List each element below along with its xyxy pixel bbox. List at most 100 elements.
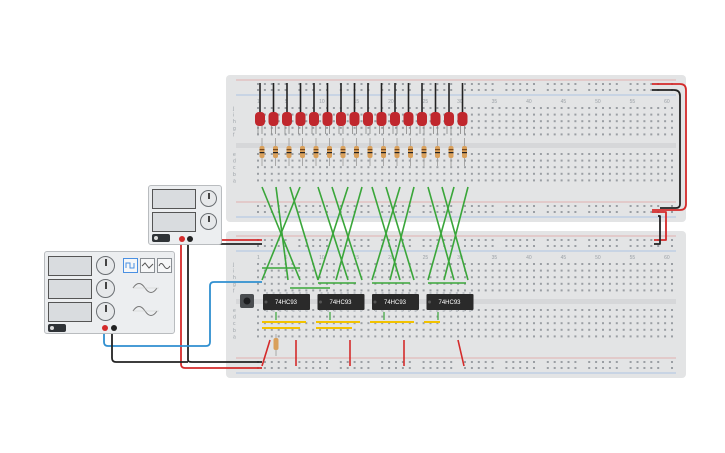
hole[interactable]	[671, 335, 673, 338]
rail-hole[interactable]	[484, 361, 487, 363]
rail-hole[interactable]	[319, 361, 322, 363]
hole[interactable]	[457, 133, 460, 136]
hole[interactable]	[546, 328, 549, 331]
rail-hole[interactable]	[257, 83, 259, 85]
hole[interactable]	[622, 335, 625, 338]
hole[interactable]	[429, 172, 432, 175]
hole[interactable]	[622, 120, 625, 123]
hole[interactable]	[608, 328, 611, 331]
hole[interactable]	[429, 159, 432, 162]
hole[interactable]	[560, 107, 563, 109]
hole[interactable]	[415, 289, 418, 292]
hole[interactable]	[498, 309, 501, 311]
hole[interactable]	[332, 126, 335, 129]
hole[interactable]	[533, 172, 535, 175]
hole[interactable]	[436, 276, 439, 279]
hole[interactable]	[381, 289, 384, 292]
hole[interactable]	[602, 126, 604, 129]
hole[interactable]	[339, 172, 342, 175]
hole[interactable]	[319, 120, 322, 123]
hole[interactable]	[498, 315, 501, 318]
rail-hole[interactable]	[533, 211, 535, 213]
rail-hole[interactable]	[422, 89, 425, 91]
hole[interactable]	[326, 126, 328, 129]
green-jumper-wire[interactable]	[317, 186, 349, 281]
hole[interactable]	[546, 172, 549, 175]
rail-hole[interactable]	[546, 205, 549, 207]
hole[interactable]	[339, 335, 342, 338]
hole[interactable]	[622, 315, 625, 318]
hole[interactable]	[388, 263, 391, 265]
hole[interactable]	[664, 120, 667, 123]
hole[interactable]	[595, 315, 598, 318]
hole[interactable]	[553, 133, 556, 136]
hole[interactable]	[326, 322, 328, 325]
hole[interactable]	[574, 263, 577, 265]
hole[interactable]	[491, 166, 494, 169]
hole[interactable]	[319, 159, 322, 162]
negative-terminal[interactable]	[187, 236, 193, 242]
hole[interactable]	[415, 335, 418, 338]
hole[interactable]	[312, 328, 315, 331]
hole[interactable]	[629, 322, 632, 325]
hole[interactable]	[305, 126, 308, 129]
rail-hole[interactable]	[595, 361, 598, 363]
hole[interactable]	[422, 282, 425, 285]
hole[interactable]	[477, 133, 480, 136]
rail-hole[interactable]	[312, 245, 315, 247]
hole[interactable]	[422, 315, 425, 318]
rail-hole[interactable]	[263, 89, 266, 91]
hole[interactable]	[657, 159, 660, 162]
hole[interactable]	[436, 335, 439, 338]
hole[interactable]	[650, 179, 653, 182]
hole[interactable]	[636, 269, 639, 272]
hole[interactable]	[470, 120, 473, 123]
hole[interactable]	[326, 335, 328, 338]
hole[interactable]	[395, 269, 397, 272]
hole[interactable]	[608, 166, 611, 169]
rail-hole[interactable]	[512, 211, 515, 213]
hole[interactable]	[491, 126, 494, 129]
hole[interactable]	[415, 120, 418, 123]
hole[interactable]	[429, 179, 432, 182]
rail-hole[interactable]	[429, 83, 432, 85]
rail-hole[interactable]	[263, 367, 266, 369]
rail-hole[interactable]	[395, 367, 397, 369]
hole[interactable]	[636, 172, 639, 175]
hole[interactable]	[491, 113, 494, 116]
hole[interactable]	[470, 328, 473, 331]
hole[interactable]	[615, 289, 618, 292]
rail-hole[interactable]	[553, 239, 556, 241]
rail-hole[interactable]	[553, 361, 556, 363]
rail-hole[interactable]	[608, 245, 611, 247]
hole[interactable]	[408, 289, 411, 292]
hole[interactable]	[539, 328, 542, 331]
rail-hole[interactable]	[277, 361, 280, 363]
hole[interactable]	[664, 133, 667, 136]
hole[interactable]	[553, 269, 556, 272]
chip-body[interactable]	[317, 294, 365, 310]
hole[interactable]	[339, 133, 342, 136]
rail-hole[interactable]	[298, 245, 301, 247]
hole[interactable]	[415, 159, 418, 162]
hole[interactable]	[650, 172, 653, 175]
hole[interactable]	[284, 276, 287, 279]
rail-hole[interactable]	[567, 239, 570, 241]
hole[interactable]	[657, 166, 660, 169]
hole[interactable]	[284, 315, 287, 318]
hole[interactable]	[277, 120, 280, 123]
hole[interactable]	[257, 276, 259, 279]
hole[interactable]	[401, 335, 404, 338]
hole[interactable]	[429, 276, 432, 279]
rail-hole[interactable]	[574, 211, 577, 213]
hole[interactable]	[367, 328, 370, 331]
rail-hole[interactable]	[671, 361, 673, 363]
rail-hole[interactable]	[436, 89, 439, 91]
hole[interactable]	[539, 113, 542, 116]
rail-hole[interactable]	[477, 361, 480, 363]
rail-hole[interactable]	[574, 367, 577, 369]
hole[interactable]	[422, 276, 425, 279]
hole[interactable]	[332, 315, 335, 318]
hole[interactable]	[608, 269, 611, 272]
